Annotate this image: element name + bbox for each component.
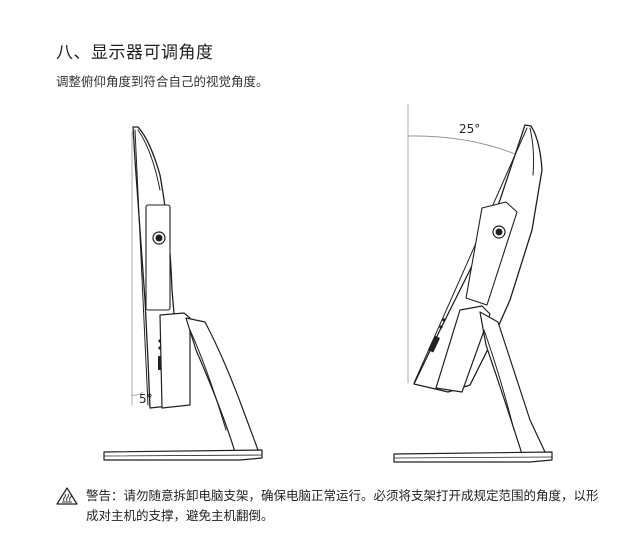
hot-surface-warning-icon (56, 487, 78, 505)
left-monitor-figure (103, 126, 263, 461)
section-heading: 八、显示器可调角度 (56, 43, 214, 63)
left-tilt-angle-label: 5° (139, 392, 153, 406)
right-monitor-figure (393, 103, 553, 463)
monitor-tilt-illustration (103, 103, 553, 463)
warning-text: 警告：请勿随意拆卸电脑支架，确保电脑正常运行。必须将支架打开成规定范围的角度，以… (86, 488, 599, 523)
section-subtitle: 调整俯仰角度到符合自己的视觉角度。 (56, 74, 269, 89)
right-tilt-angle-label: 25° (459, 122, 481, 136)
